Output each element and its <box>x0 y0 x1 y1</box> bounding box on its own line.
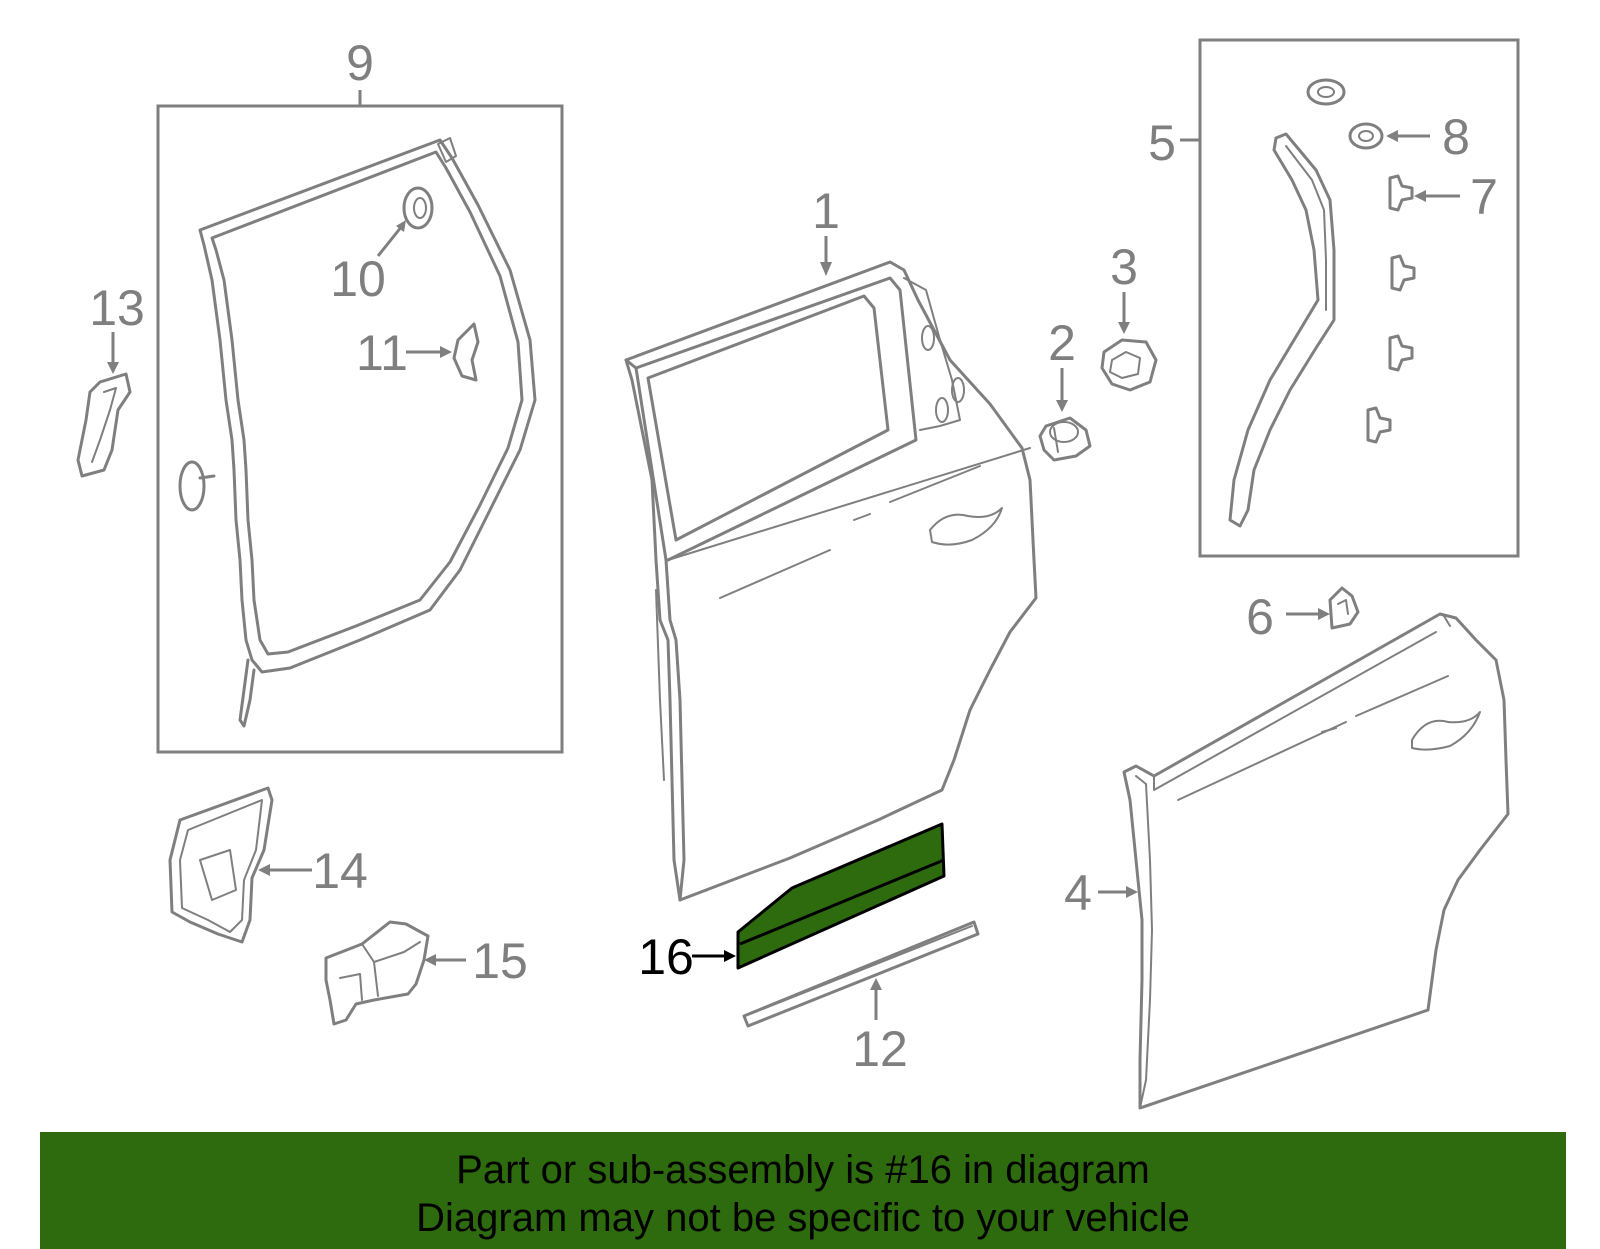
label-12: 12 <box>852 1021 908 1077</box>
label-6: 6 <box>1246 589 1274 645</box>
part-8-grommet <box>1348 122 1384 150</box>
part-15-latch <box>324 920 430 1026</box>
label-1: 1 <box>812 183 840 239</box>
part-16-molding <box>736 822 946 970</box>
part-6-clip <box>1328 586 1360 630</box>
part-13-group: 13 <box>76 280 145 478</box>
part-6-group: 6 <box>1246 586 1360 645</box>
label-5: 5 <box>1148 115 1176 171</box>
caption-background <box>40 1132 1566 1249</box>
label-9: 9 <box>346 35 374 91</box>
part-10-grommet <box>402 186 434 230</box>
part-5-box <box>1198 38 1520 558</box>
label-4: 4 <box>1064 865 1092 921</box>
part-2-bumper <box>1038 416 1092 462</box>
part-5-group: 5 8 7 <box>1148 38 1520 558</box>
part-15-group: 15 <box>324 920 528 1026</box>
part-14-insulator <box>168 786 274 944</box>
part-14-group: 14 <box>168 786 368 944</box>
caption-line-1: Part or sub-assembly is #16 in diagram <box>456 1148 1150 1192</box>
part-3-group: 3 <box>1100 239 1158 392</box>
part-12-strip <box>742 920 980 1028</box>
label-10: 10 <box>330 251 386 307</box>
part-7-clips <box>1366 174 1416 444</box>
part-16-group: 16 <box>638 822 946 985</box>
part-12-group: 12 <box>742 920 980 1077</box>
push-pin <box>178 460 206 512</box>
part-9-box <box>156 104 564 754</box>
door-weatherstrip <box>198 138 537 674</box>
part-1-door-shell <box>624 260 1038 902</box>
label-7: 7 <box>1470 169 1498 225</box>
caption-line-2: Diagram may not be specific to your vehi… <box>416 1196 1190 1240</box>
label-8: 8 <box>1442 109 1470 165</box>
label-14: 14 <box>312 843 368 899</box>
label-16: 16 <box>638 929 694 985</box>
part-4-outer-panel <box>1122 612 1510 1110</box>
part-3-nut <box>1100 338 1158 392</box>
label-13: 13 <box>89 280 145 336</box>
part-2-group: 2 <box>1038 315 1092 462</box>
label-2: 2 <box>1048 315 1076 371</box>
label-3: 3 <box>1110 239 1138 295</box>
label-15: 15 <box>472 933 528 989</box>
part-4-group: 4 <box>1064 612 1510 1110</box>
label-11: 11 <box>356 325 408 381</box>
part-11-clip <box>452 322 480 382</box>
part-1-group: 1 <box>624 183 1038 902</box>
caption-banner: Part or sub-assembly is #16 in diagram D… <box>40 1132 1566 1249</box>
part-5-molding <box>1228 132 1336 528</box>
part-9-group: 9 10 11 <box>156 35 564 754</box>
